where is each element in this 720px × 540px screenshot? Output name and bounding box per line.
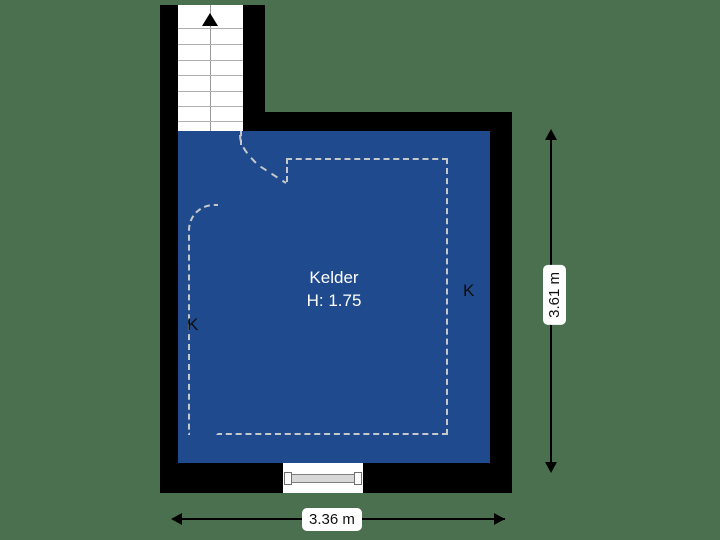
dashed-left-column <box>188 204 218 435</box>
window-pane <box>290 474 356 483</box>
stair-up-arrow-icon <box>202 13 218 26</box>
wall-right <box>490 112 512 493</box>
stair-step <box>178 28 243 29</box>
wall-stair-right <box>243 5 265 112</box>
arrow-left-icon <box>171 513 182 525</box>
marker-k-right: K <box>463 281 475 300</box>
dashed-soffit-outline <box>216 158 448 435</box>
stair-center-line <box>210 5 211 131</box>
dashed-soffit-top <box>286 158 448 160</box>
arrow-up-icon <box>545 129 557 140</box>
room-label: Kelder H: 1.75 <box>254 266 414 312</box>
arrow-right-icon <box>494 513 505 525</box>
wall-left <box>160 5 178 493</box>
window-jamb-right <box>354 472 362 485</box>
arrow-down-icon <box>545 462 557 473</box>
wall-top <box>243 112 512 131</box>
curve-path <box>239 134 287 184</box>
dashed-notch-stub <box>286 158 288 182</box>
stair-step <box>178 91 243 92</box>
stair-step <box>178 106 243 107</box>
stair-step <box>178 121 243 122</box>
room-floor-kelder <box>178 131 490 463</box>
marker-k-left: K <box>187 315 199 334</box>
dimension-label-horizontal: 3.36 m <box>302 508 362 531</box>
stair-step <box>178 75 243 76</box>
stair-step <box>178 44 243 45</box>
dashed-stair-curve <box>239 134 287 184</box>
window-icon <box>283 463 363 493</box>
window-jamb-left <box>284 472 292 485</box>
dimension-label-vertical: 3.61 m <box>543 265 566 325</box>
room-height: H: 1.75 <box>306 291 362 310</box>
room-name: Kelder <box>309 268 359 287</box>
staircase <box>178 5 243 131</box>
stair-step <box>178 60 243 61</box>
